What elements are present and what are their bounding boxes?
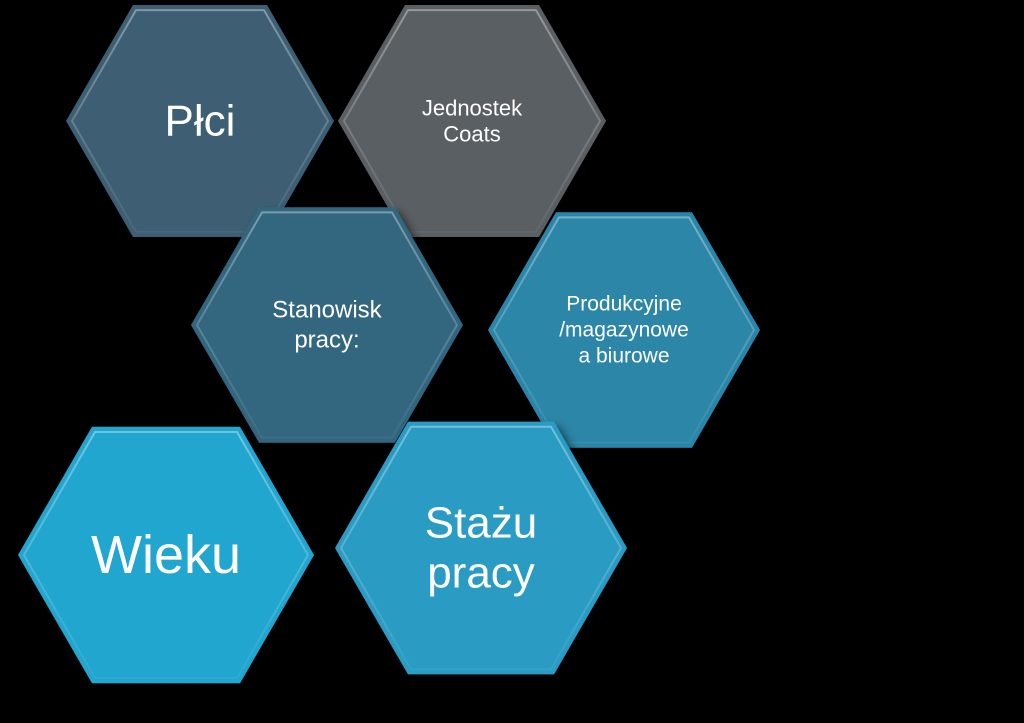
hexagon-label: /magazynowe: [559, 319, 689, 342]
hexagon-bevel: [339, 425, 623, 671]
hexagon-label: pracy: [427, 549, 535, 598]
hexagon-label: Wieku: [91, 525, 241, 585]
hexagon-label: Coats: [443, 122, 500, 147]
hexagon-label: Płci: [165, 97, 236, 146]
hexagon-bevel: [22, 431, 310, 679]
hexagon-label: Stażu: [425, 499, 538, 548]
hexagon-produkcyjne: Produkcyjne/magazynowe a biurowe: [488, 212, 760, 448]
hexagon-label: a biurowe: [578, 345, 669, 368]
hexagon-wieku: Wieku: [18, 426, 314, 684]
hexagon-plci: Płci: [66, 5, 334, 237]
hexagon-label: pracy:: [294, 327, 359, 354]
hexagon-bevel: [195, 211, 459, 439]
hexagon-bevel: [70, 9, 330, 233]
hexagon-label: Produkcyjne: [566, 293, 682, 316]
hexagon-label: Jednostek: [422, 96, 523, 121]
hexagon-label: Stanowisk: [272, 297, 382, 324]
hexagon-stanowisk: Stanowisk pracy:: [191, 207, 463, 443]
